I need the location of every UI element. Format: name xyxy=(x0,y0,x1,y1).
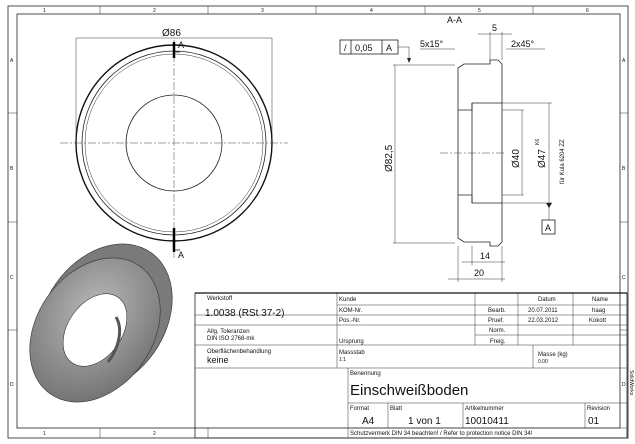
datum-header: Datum xyxy=(538,297,556,303)
zone-col-3: 3 xyxy=(261,8,264,14)
scale-label: Massstab xyxy=(339,350,365,356)
section-view: A-A / 0,05 A Ø82,5 Ø40 Ø47 K6 fü xyxy=(339,15,566,282)
kom-nr-label: KOM-Nr. xyxy=(339,308,363,314)
zone-col-2: 2 xyxy=(153,8,156,14)
approval-name: haag xyxy=(592,308,605,314)
werkstoff-value: 1.0038 (RSt 37-2) xyxy=(205,308,285,319)
mass-value: 0.00 xyxy=(538,359,548,365)
zone-row-d: D xyxy=(10,382,14,388)
approval-date: 22.03.2012 xyxy=(528,318,559,324)
name-header: Name xyxy=(592,297,609,303)
runout-tolerance-frame: / 0,05 A xyxy=(339,39,411,63)
tolerance-datum: A xyxy=(386,43,392,53)
surface-value: keine xyxy=(207,355,229,365)
approval-role: Freig. xyxy=(490,339,506,345)
article-number: 10010411 xyxy=(465,416,509,427)
zone-row-b: B xyxy=(10,166,14,172)
approval-role: Norm. xyxy=(489,328,506,334)
approval-date: 20.07.2011 xyxy=(528,308,558,314)
ursprung-label: Ursprung xyxy=(339,339,364,345)
zone-col-6: 6 xyxy=(586,8,589,14)
zone-col-4: 4 xyxy=(370,8,373,14)
tolerances-label: Allg. Toleranzen xyxy=(207,329,250,335)
isometric-3d-view xyxy=(29,243,173,403)
section-title: A-A xyxy=(447,15,462,25)
format-value: A4 xyxy=(362,416,375,427)
sheet-label: Blatt xyxy=(390,406,402,412)
werkstoff-label: Werkstoff xyxy=(207,296,232,302)
article-label: Artikelnummer xyxy=(465,406,504,412)
mass-label: Masse (kg) xyxy=(538,352,568,358)
outer-diameter-label: Ø82,5 xyxy=(384,144,395,172)
approval-role: Bearb. xyxy=(488,308,506,314)
bearing-diameter-label: Ø47 xyxy=(537,149,548,168)
bearing-tolerance-label: K6 xyxy=(535,139,541,145)
zone-row-c: C xyxy=(10,275,14,281)
section-marker-bottom: A xyxy=(178,250,184,260)
bore-diameter-label: Ø40 xyxy=(511,149,522,168)
chamfer-right-label: 2x45° xyxy=(511,39,535,49)
protection-notice: Schutzvermerk DIN 34 beachten! / Refer t… xyxy=(350,431,533,437)
width-5-label: 5 xyxy=(492,23,497,33)
zone-col-5: 5 xyxy=(478,8,481,14)
datum-a-label: A xyxy=(545,223,551,233)
title-block: Werkstoff 1.0038 (RSt 37-2) Allg. Tolera… xyxy=(194,292,628,439)
approval-name: Kokott xyxy=(589,318,606,324)
zone-col-2-bottom: 2 xyxy=(153,431,156,437)
zone-col-1: 1 xyxy=(43,8,46,14)
surface-label: Oberflächenbehandlung xyxy=(207,349,271,355)
zone-row-d-right: D xyxy=(622,382,626,388)
depth-14-label: 14 xyxy=(480,251,490,261)
scale-value: 1:1 xyxy=(339,357,346,363)
front-view: A A Ø86 xyxy=(60,28,288,260)
diameter-86-label: Ø86 xyxy=(162,28,181,39)
bearing-note: für Kula 6204 ZZ xyxy=(560,139,566,184)
section-marker-top: A xyxy=(178,40,184,50)
zone-row-c-right: C xyxy=(622,275,626,281)
runout-symbol: / xyxy=(344,43,347,53)
tolerance-value: 0,05 xyxy=(355,43,373,53)
chamfer-left-label: 5x15° xyxy=(420,39,444,49)
zone-col-1-bottom: 1 xyxy=(43,431,46,437)
revision-value: 01 xyxy=(588,416,600,427)
pos-nr-label: Pos.-Nr. xyxy=(339,318,361,324)
approval-role: Pruef. xyxy=(488,318,504,324)
drawing-name: Einschweißboden xyxy=(350,382,468,399)
width-20-label: 20 xyxy=(474,268,484,278)
zone-row-b-right: B xyxy=(622,166,626,172)
zone-row-a: A xyxy=(10,58,14,64)
zone-row-a-right: A xyxy=(622,58,626,64)
tolerances-value: DIN ISO 2768-mk xyxy=(207,336,255,342)
kunde-label: Kunde xyxy=(339,297,357,303)
benennung-label: Benennung xyxy=(350,371,381,377)
revision-label: Revision xyxy=(587,406,610,412)
format-label: Format xyxy=(350,406,369,412)
sheet-value: 1 von 1 xyxy=(408,416,441,427)
vendor-mark: SolidWorks xyxy=(628,370,634,396)
